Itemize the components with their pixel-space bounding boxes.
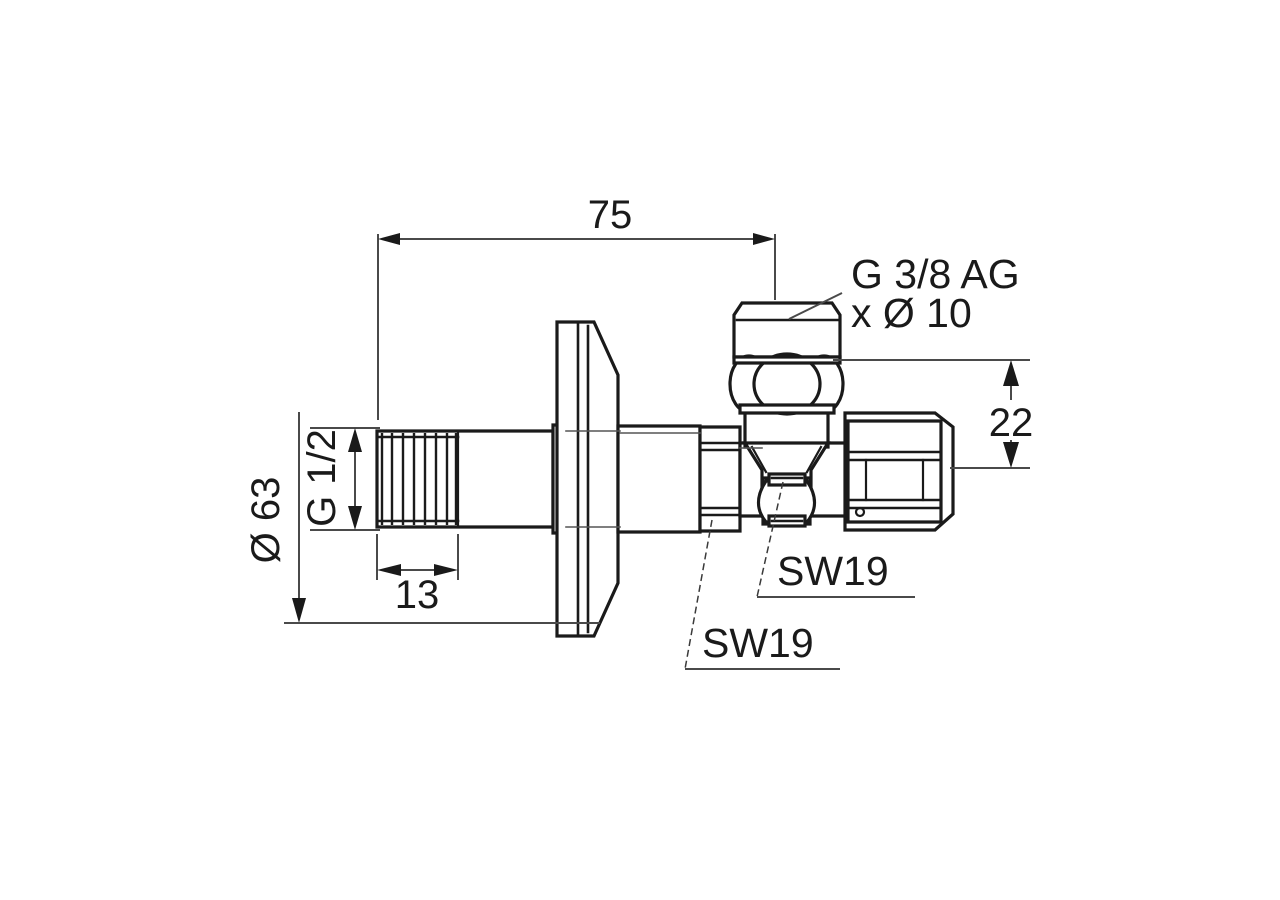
callout-outlet-thread-line2: x Ø 10 [851,290,972,336]
inlet-thread-nipple [375,429,555,529]
valve-body-hex [698,425,742,533]
dimension-annotations: 75 Ø 63 G 1/2 [244,193,1034,624]
dimension-label-thread-g12: G 1/2 [300,429,344,527]
outlet-union-nut [843,411,955,532]
dimension-thread-g12: G 1/2 [300,427,380,531]
dimension-label-diameter-63: Ø 63 [244,477,288,564]
dimension-diameter-63: Ø 63 [244,412,600,624]
wall-flange [555,320,620,638]
callout-body-label: SW19 [702,620,814,666]
part-geometry [375,301,955,638]
callout-outlet-thread: G 3/8 AG x Ø 10 [788,251,1020,336]
dimension-label-13: 13 [395,573,440,617]
dimension-thread-length-13: 13 [376,534,459,617]
dimension-length-75: 75 [377,193,776,420]
callout-annotations: G 3/8 AG x Ø 10 SW19 SW19 [684,251,1020,670]
dimension-height-22: 22 [833,359,1034,469]
construction-internal-lines [565,430,763,528]
valve-shank-right [616,424,702,534]
dimension-label-22: 22 [989,401,1034,445]
dimension-label-75: 75 [588,193,633,237]
valve-spindle-plug [756,472,817,528]
callout-spindle-wrench-size: SW19 [756,481,915,598]
callout-spindle-label: SW19 [777,548,889,594]
thread-hatching [380,433,458,525]
callout-outlet-thread-line1: G 3/8 AG [851,251,1020,297]
callout-body-wrench-size: SW19 [684,519,840,670]
valve-handle-cap [728,301,845,416]
